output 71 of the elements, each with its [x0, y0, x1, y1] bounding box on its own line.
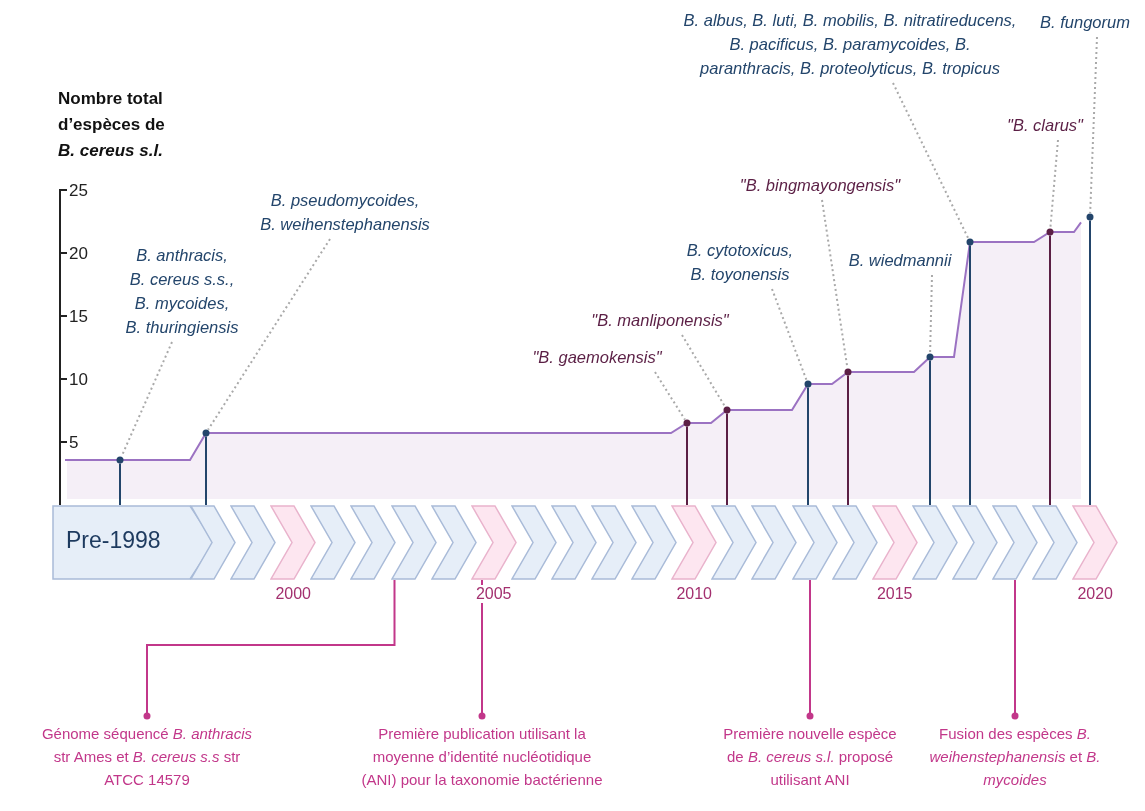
timeline-segment — [1032, 505, 1079, 580]
species-label: B. anthracis, B. cereus s.s., B. mycoides, B. thuringiensis — [114, 243, 250, 339]
data-point — [844, 368, 852, 376]
timeline-segment — [631, 505, 678, 580]
event-note: Fusion des espèces B. weihenstephanensis et B. mycoides — [909, 722, 1121, 791]
callout-line — [143, 579, 396, 720]
tick-label: 20 — [69, 245, 88, 262]
axis-title: Nombre total d’espèces de B. cereus s.l. — [58, 88, 166, 162]
species-label: "B. gaemokensis" — [517, 345, 677, 369]
tick-label: 10 — [69, 371, 88, 388]
callout-line — [806, 579, 814, 720]
data-point — [926, 353, 934, 361]
timeline-segment — [430, 505, 477, 580]
timeline-segment — [390, 505, 437, 580]
timeline-segment — [510, 505, 557, 580]
species-label: B. albus, B. luti, B. mobilis, B. nitratireducens, B. pacificus, B. paramycoides, B. paranthracis, B. proteolyticus, B. tropicus — [680, 8, 1020, 80]
timeline-segment — [591, 505, 637, 580]
callout-line — [478, 579, 486, 720]
drop-line — [969, 244, 971, 506]
drop-line — [1089, 219, 1091, 506]
data-point — [683, 419, 691, 427]
drop-line — [929, 359, 931, 506]
species-label: B. pseudomycoides, B. weihenstephanensis — [245, 188, 445, 236]
timeline-segment — [711, 505, 758, 580]
timeline-segment — [751, 505, 798, 580]
species-label: "B. bingmayongensis" — [725, 173, 915, 197]
event-note: Première nouvelle espèce de B. cereus s.l. proposé utilisant ANI — [721, 722, 899, 791]
species-label: "B. manliponensis" — [575, 308, 745, 332]
leader-line — [892, 82, 970, 240]
species-label: "B. clarus" — [990, 113, 1100, 137]
drop-line — [726, 412, 728, 506]
tick-label: 25 — [69, 182, 88, 199]
drop-line — [119, 462, 121, 506]
data-point — [1046, 228, 1054, 236]
species-label: B. wiedmannii — [835, 248, 965, 272]
timeline-label: Pre-1998 — [66, 527, 161, 554]
leader-line — [771, 288, 808, 382]
leader-line — [681, 334, 726, 408]
leader-line — [1049, 139, 1059, 229]
drop-line — [205, 435, 207, 506]
drop-line — [1049, 234, 1051, 506]
timeline-segment — [831, 505, 878, 580]
tick-label: 5 — [69, 434, 79, 451]
data-point — [116, 456, 124, 464]
drop-line — [847, 374, 849, 506]
timeline-segment — [350, 505, 397, 580]
drop-line — [807, 386, 809, 506]
tick-label: 15 — [69, 308, 88, 325]
timeline-segment — [791, 505, 838, 580]
timeline-segment — [190, 505, 236, 580]
data-point — [966, 238, 974, 246]
drop-line — [686, 425, 688, 506]
timeline-segment — [550, 505, 597, 580]
data-point — [202, 429, 210, 437]
species-label: B. fungorum — [1025, 10, 1145, 34]
timeline-segment — [911, 505, 958, 580]
event-note: Première publication utilisant la moyenne d’identité nucléotidique (ANI) pour la taxonomie bactérienne — [356, 722, 608, 791]
timeline-segment — [951, 505, 998, 580]
event-note: Génome séquencé B. anthracis str Ames et B. cereus s.s str ATCC 14579 — [38, 722, 256, 791]
data-point — [1086, 213, 1094, 221]
leader-line — [1089, 36, 1098, 214]
leader-line — [929, 274, 933, 354]
timeline-segment — [992, 505, 1038, 580]
timeline-segment — [230, 505, 277, 580]
data-point — [804, 380, 812, 388]
species-label: B. cytotoxicus, B. toyonensis — [670, 238, 810, 286]
timeline-segment — [310, 505, 357, 580]
leader-line — [654, 371, 686, 421]
data-point — [723, 406, 731, 414]
callout-line — [1011, 579, 1019, 720]
leader-line — [207, 238, 331, 431]
